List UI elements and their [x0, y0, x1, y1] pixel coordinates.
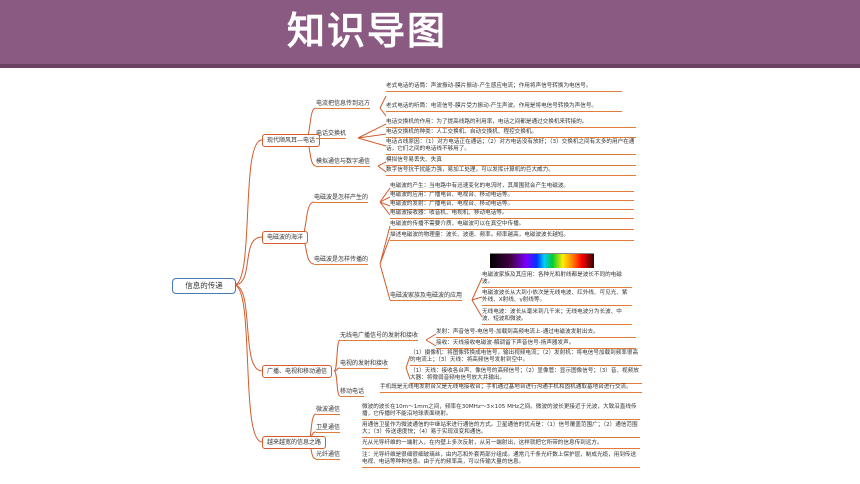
root-node: 信息的传递 — [172, 278, 236, 294]
leaf-earpiece: 老式电话的听筒：电流信号-膜片受力振动-产生声波。作用是将电信号转换为声信号。 — [386, 103, 622, 112]
topic-em-spectrum-applications: 电磁波家族及电磁波的应用 — [390, 292, 463, 301]
leaf-em-no-medium: 电磁波的传播不需要介质，电磁波可以在真空中传播。 — [390, 221, 634, 230]
leaf-em-generation: 电磁波的产生：当电路中有迅速变化的电流时，其周围就会产生电磁波。 — [390, 183, 634, 192]
leaf-em-family: 电磁波家族及其应用：各种光和射线都是波长不同的电磁波。 — [482, 272, 632, 288]
leaf-em-order: 电磁波波长从大到小依次是无线电波、红外线、可见光、紫外线、X射线、γ射线等。 — [482, 290, 632, 306]
leaf-exchange-role: 电话交换机的作用：为了提高线路的利用率，电话之间都是通过交换机来转接的。 — [386, 119, 636, 128]
connector-b2c-leaves — [471, 277, 483, 318]
leaf-microwave: 微波的波长在10m～1mm之间，频率在30MHz～3×105 MHz之间。微波的… — [362, 404, 640, 420]
leaf-digital-signal: 数字信号抗干扰能力强，易加工处理，可以发挥计算机的巨大威力。 — [386, 167, 636, 176]
leaf-tv-emit: （1）摄像机：将图像转换成电信号，输出视频电流；（2）发射机：将电信号加载到频率… — [410, 350, 642, 366]
leaf-analog-signal: 模拟信号易丢失、失真 — [386, 157, 636, 166]
leaf-line-busy: 电话占线原因：（1）对方电话正在通话；（2）对方电话没有放好；（3）交换机之间有… — [386, 139, 636, 155]
leaf-satellite: 用通信卫星作为微波通信的中继站来进行通信的方式。卫星通信的优点是：（1）信号覆盖… — [362, 422, 640, 438]
topic-analog-digital: 模拟通信与数字通信 — [316, 158, 371, 167]
page-title: 知识导图 — [287, 9, 448, 53]
branch-em-waves: 电磁波的海洋 — [262, 231, 309, 244]
topic-satellite: 卫星通信 — [316, 424, 341, 433]
leaf-em-application: 电磁波的应用：广播电台、电视台、移动电话等。 — [390, 192, 634, 201]
topic-tv-transmission: 电视的发射和接收 — [340, 360, 389, 369]
connector-b3a — [333, 339, 341, 372]
spectrum-scale — [490, 245, 594, 254]
connector-b2a-leaves — [379, 187, 391, 216]
leaf-microphone: 老式电话的话筒：声波振动-膜片振动-产生感应电流；作用将声信号转换为电信号。 — [386, 83, 622, 92]
connector-b2b-leaves — [379, 225, 391, 301]
leaf-em-quantities: 描述电磁波的物理量：波长、波速、频率。频率越高，电磁波波长越短。 — [390, 232, 634, 241]
leaf-em-receivers: 电磁波接收器：收音机、电视机、移动电话等。 — [390, 210, 634, 219]
topic-optical-fiber: 光纤通信 — [316, 451, 341, 460]
topic-current-transmits-info: 电流把信息传到远方 — [316, 100, 371, 109]
leaf-tv-receive: （1）天线：接收各台声、像信号的高频信号；（2）显像管：显示图像信号；（3）音、… — [410, 368, 642, 384]
topic-microwave: 微波通信 — [316, 406, 341, 415]
branch-phone: 现代顺风耳—电话 — [262, 134, 321, 147]
branch-broadcast-tv-mobile: 广播、电视和移动通信 — [262, 365, 333, 378]
leaf-broadcast-receive: 接收：天线接收电磁波-解调留下声音信号-扬声器发声。 — [436, 340, 636, 349]
topic-mobile-phone: 移动电话 — [340, 388, 365, 397]
leaf-fiber-note: 注：光导纤维是很细很细玻璃丝，由内芯和外套两部分组成。通常几千条光纤数上保护层，… — [362, 452, 640, 468]
connector-root-b2 — [233, 236, 263, 286]
connector-b1b-leaves — [357, 123, 387, 147]
topic-radio-broadcast: 无线电广播信号的发射和接收 — [340, 332, 419, 341]
connector-root-b1 — [233, 139, 263, 286]
leaf-fiber-principle: 光从光导纤维的一端射入，在内壁上多次反射，从另一端射出，这样就把它所带的信息传到… — [362, 440, 640, 449]
title-banner — [0, 0, 860, 64]
connector-root-b3 — [233, 284, 263, 372]
spectrum-image — [490, 254, 594, 268]
connector-b3b-leaves — [405, 355, 411, 380]
leaf-broadcast-emit: 发射：声音信号-电信号-加载到高频电流上-通过电磁波发射出去。 — [436, 329, 636, 338]
leaf-mobile: 手机既是无线电发射台又是无线电接收台；手机通过基地台进行沟通手机和固机通取基地台… — [380, 384, 642, 393]
leaf-em-emission: 电磁波的发射：广播电台、电视台、移动电话等。 — [390, 201, 634, 210]
title-banner-shadow — [0, 64, 860, 68]
leaf-radio-waves: 无线电波：波长从毫米到几千米；无线电波分为长波、中波、短波和微波。 — [482, 309, 632, 325]
connector-b1a-leaves — [379, 95, 387, 117]
leaf-exchange-types: 电话交换机的种类：人工交换机、自动交换机、程控交换机。 — [386, 129, 636, 138]
connector-b3c — [333, 370, 341, 397]
topic-telephone-exchange: 电话交换机 — [316, 130, 347, 139]
branch-info-highway: 越来越宽的信息之路 — [262, 436, 327, 449]
topic-em-wave-propagation: 电磁波是怎样传播的 — [314, 256, 369, 265]
topic-em-wave-generation: 电磁波是怎样产生的 — [314, 194, 369, 203]
connector-b3a-leaves — [425, 333, 437, 347]
connector-b1c-leaves — [377, 161, 387, 173]
connector-root-b4 — [233, 284, 263, 443]
